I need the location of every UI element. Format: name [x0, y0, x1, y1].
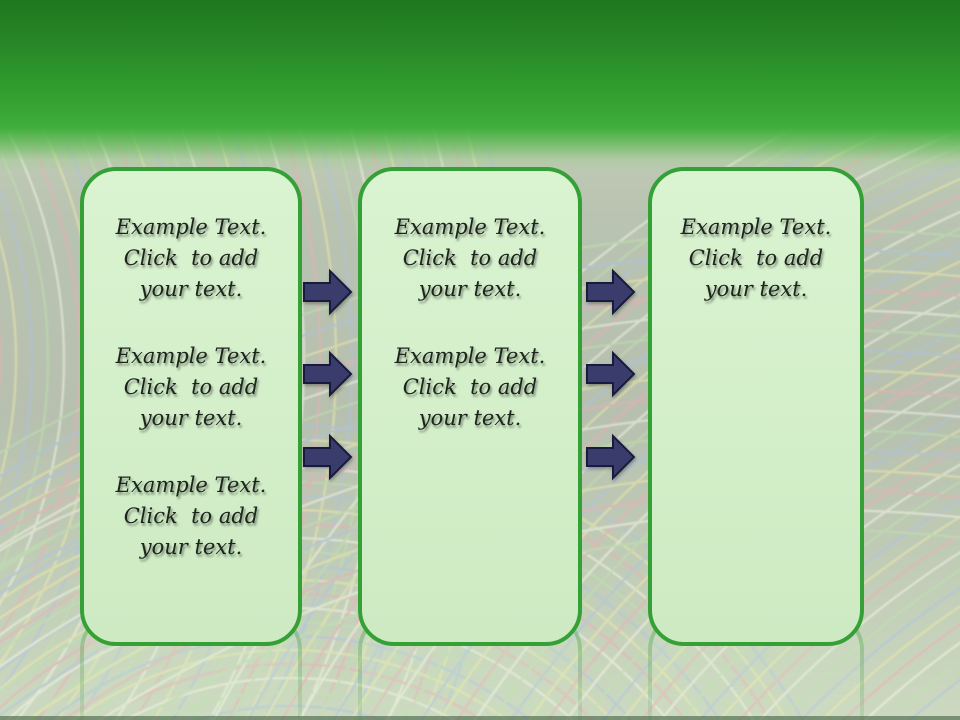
right-arrow-icon [586, 268, 636, 316]
placeholder-text: Example Text. Click to add your text. [115, 344, 267, 430]
placeholder-text: Example Text. Click to add your text. [394, 344, 546, 430]
process-box-3[interactable]: Example Text. Click to add your text. [648, 167, 864, 646]
process-box-1[interactable]: Example Text. Click to add your text. Ex… [80, 167, 302, 646]
title-band [0, 0, 960, 172]
right-arrow-icon [303, 350, 353, 398]
slide-bottom-edge [0, 716, 960, 720]
right-arrow-icon [586, 433, 636, 481]
placeholder-text: Example Text. Click to add your text. [115, 215, 267, 301]
right-arrow-icon [586, 350, 636, 398]
placeholder-text: Example Text. Click to add your text. [394, 215, 546, 301]
placeholder-text: Example Text. Click to add your text. [680, 215, 832, 301]
right-arrow-icon [303, 433, 353, 481]
process-box-2[interactable]: Example Text. Click to add your text. Ex… [358, 167, 582, 646]
right-arrow-icon [303, 268, 353, 316]
placeholder-text: Example Text. Click to add your text. [115, 473, 267, 559]
